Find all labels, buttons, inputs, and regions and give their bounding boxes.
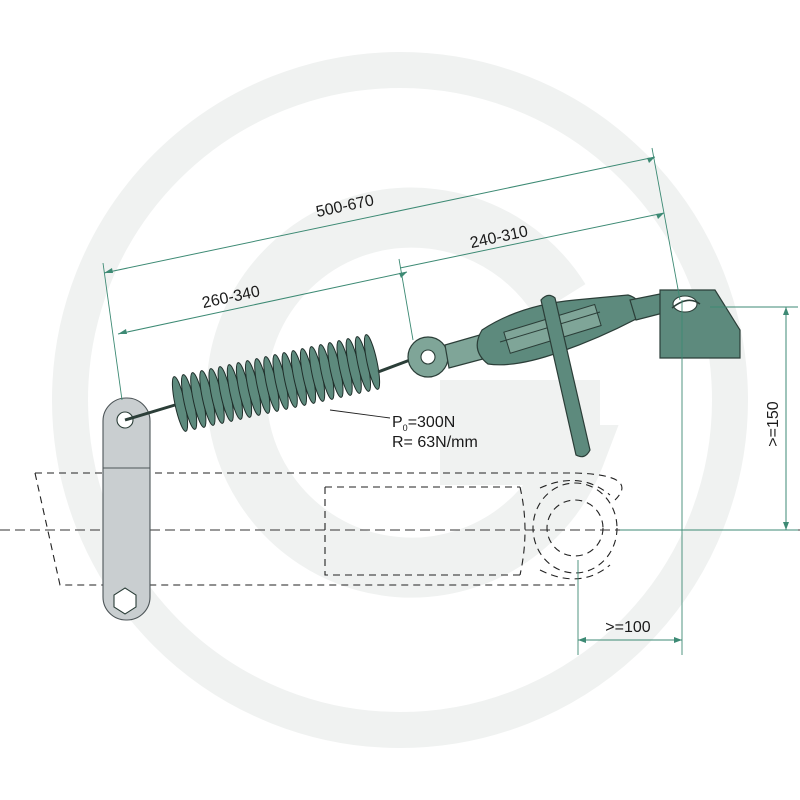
lower-arm-phantom bbox=[34, 472, 623, 586]
preload-value: =300N bbox=[408, 414, 456, 431]
dimension-offset: >=100 bbox=[577, 300, 683, 655]
tension-spring bbox=[124, 334, 381, 432]
spring-eye bbox=[377, 336, 449, 378]
spring-rate: R= 63N/mm bbox=[392, 434, 478, 451]
preload-subscript: 0 bbox=[403, 423, 408, 433]
spring-coil bbox=[363, 334, 381, 390]
dimension-offset-label: >=100 bbox=[605, 619, 650, 636]
preload-symbol: P bbox=[392, 414, 403, 431]
watermark-logo bbox=[52, 52, 748, 748]
dimension-overall: 500-670 bbox=[102, 147, 681, 401]
turnbuckle-handle bbox=[540, 294, 591, 458]
left-lever-bar bbox=[102, 397, 151, 621]
spring-preload: P0=300N bbox=[392, 414, 455, 433]
dimension-height-label: >=150 bbox=[765, 401, 782, 446]
dimension-height: >=150 bbox=[620, 306, 798, 531]
spring-spec-callout: P0=300N R= 63N/mm bbox=[329, 409, 478, 451]
